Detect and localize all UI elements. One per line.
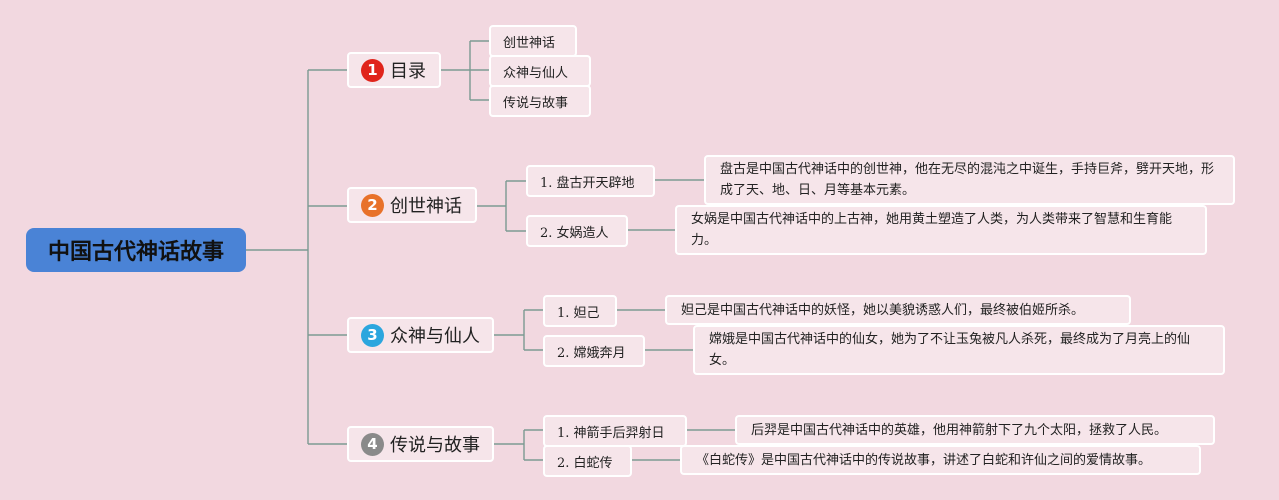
number-badge-icon: 4 — [361, 432, 384, 456]
branch-3-gods-immortals[interactable]: 3 众神与仙人 — [347, 317, 494, 353]
branch-label: 众神与仙人 — [390, 326, 480, 347]
detail-node[interactable]: 女娲是中国古代神话中的上古神，她用黄土塑造了人类，为人类带来了智慧和生育能力。 — [675, 205, 1207, 255]
topic-node[interactable]: 2. 嫦娥奔月 — [543, 335, 645, 367]
detail-node[interactable]: 嫦娥是中国古代神话中的仙女，她为了不让玉兔被凡人杀死，最终成为了月亮上的仙女。 — [693, 325, 1225, 375]
root-topic[interactable]: 中国古代神话故事 — [26, 228, 246, 272]
detail-node[interactable]: 妲己是中国古代神话中的妖怪，她以美貌诱惑人们，最终被伯姬所杀。 — [665, 295, 1131, 325]
number-badge-icon: 2 — [361, 193, 384, 217]
topic-node[interactable]: 2. 白蛇传 — [543, 445, 632, 477]
branch-1-catalog[interactable]: 1 目录 — [347, 52, 441, 88]
detail-node[interactable]: 《白蛇传》是中国古代神话中的传说故事，讲述了白蛇和许仙之间的爱情故事。 — [680, 445, 1201, 475]
detail-node[interactable]: 后羿是中国古代神话中的英雄，他用神箭射下了九个太阳，拯救了人民。 — [735, 415, 1215, 445]
branch-label: 传说与故事 — [390, 435, 480, 456]
topic-node[interactable]: 1. 妲己 — [543, 295, 617, 327]
catalog-item[interactable]: 传说与故事 — [489, 85, 591, 117]
branch-4-legends-stories[interactable]: 4 传说与故事 — [347, 426, 494, 462]
branch-2-creation-myths[interactable]: 2 创世神话 — [347, 187, 477, 223]
number-badge-icon: 1 — [361, 58, 384, 82]
catalog-item[interactable]: 创世神话 — [489, 25, 577, 57]
topic-node[interactable]: 1. 神箭手后羿射日 — [543, 415, 687, 447]
branch-label: 创世神话 — [390, 196, 462, 217]
detail-node[interactable]: 盘古是中国古代神话中的创世神，他在无尽的混沌之中诞生，手持巨斧，劈开天地，形成了… — [704, 155, 1235, 205]
catalog-item[interactable]: 众神与仙人 — [489, 55, 591, 87]
topic-node[interactable]: 1. 盘古开天辟地 — [526, 165, 655, 197]
branch-label: 目录 — [390, 61, 426, 82]
number-badge-icon: 3 — [361, 323, 384, 347]
topic-node[interactable]: 2. 女娲造人 — [526, 215, 628, 247]
